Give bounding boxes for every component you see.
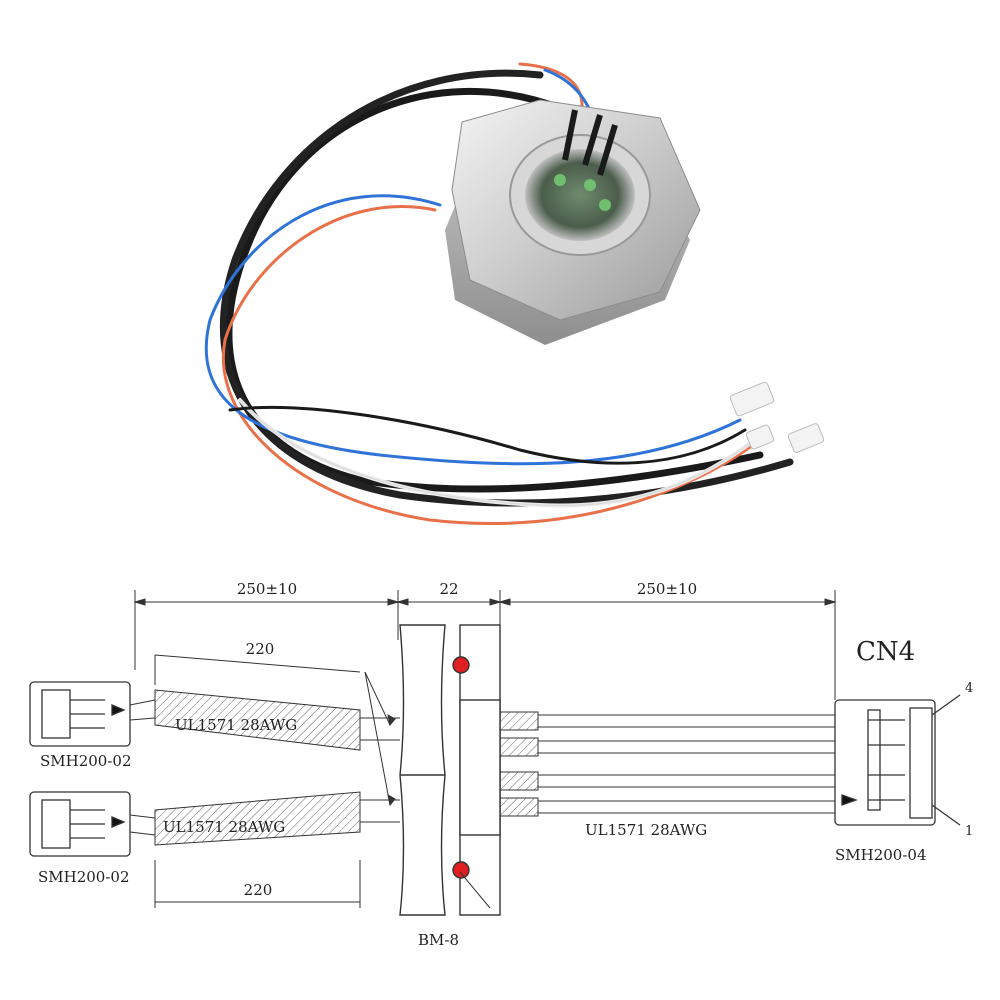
dim-left-length: 250±10 [237, 580, 297, 598]
bulkhead-section [399, 624, 501, 916]
hex-bulkhead [445, 99, 701, 345]
product-photo [204, 62, 825, 525]
technical-drawing: 250±10 22 250±10 220 220 CN4 SMH200-02 S… [29, 580, 973, 949]
cable-left-top [129, 689, 400, 751]
label-conn-right: SMH200-04 [835, 846, 927, 864]
label-wire-bottom: UL1571 28AWG [163, 818, 285, 836]
label-wire-right: UL1571 28AWG [585, 821, 707, 839]
pcb-pad [599, 199, 611, 211]
connector-right [834, 694, 961, 826]
photo-connectors [729, 381, 825, 453]
seal-top [452, 656, 470, 674]
photo-connector-2pin-a [745, 424, 775, 450]
label-wire-top: UL1571 28AWG [175, 716, 297, 734]
connector-left-bottom [29, 791, 131, 857]
dim-center-width: 22 [439, 580, 458, 598]
connector-left-top [29, 681, 131, 747]
cable-left-bottom [129, 791, 400, 846]
seal-bottom [452, 861, 470, 879]
label-cn4: CN4 [856, 637, 915, 667]
wire-white-outline [239, 399, 756, 507]
dim-branch-bottom: 220 [244, 881, 273, 899]
nut-callout [459, 871, 491, 909]
dimension-lines [133, 590, 837, 908]
pcb-pad [554, 174, 566, 186]
label-conn-left-bottom: SMH200-02 [38, 868, 130, 886]
wire-black-3 [228, 405, 747, 465]
callout-arrows [364, 671, 396, 807]
label-pin-4: 4 [965, 681, 973, 696]
pcb-pad [584, 179, 596, 191]
nut-wires [562, 109, 618, 176]
cable-right [499, 711, 835, 817]
label-nut: BM-8 [418, 931, 459, 949]
dim-right-length: 250±10 [637, 580, 697, 598]
dim-branch-top: 220 [246, 640, 275, 658]
label-pin-1: 1 [965, 824, 973, 839]
label-conn-left-top: SMH200-02 [40, 752, 132, 770]
photo-connector-4pin [729, 381, 775, 417]
nut-bore [525, 149, 635, 241]
photo-connector-2pin-b [787, 423, 825, 453]
